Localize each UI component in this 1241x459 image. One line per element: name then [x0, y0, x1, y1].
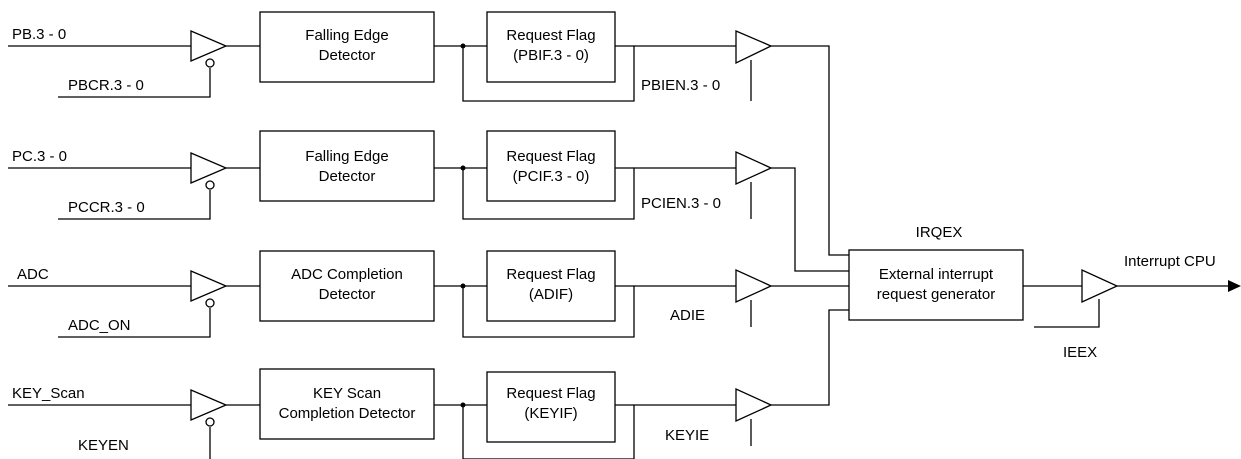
key-request-flag: [486, 371, 616, 443]
adc-detector-line1: ADC Completion: [291, 266, 403, 283]
pb-flag-line1: Request Flag: [506, 27, 595, 44]
key-input-gate: [190, 389, 228, 421]
row-adc: ADC ADC_ON ADC Completion Detector Reque…: [8, 250, 849, 338]
pc-input-gate: [190, 152, 228, 184]
pb-request-flag: [486, 11, 616, 83]
ieex-label: IEEX: [1063, 344, 1097, 361]
adc-flag-line2: (ADIF): [529, 286, 573, 303]
key-detector-line2: Completion Detector: [279, 405, 416, 422]
pc-detector-line1: Falling Edge: [305, 148, 388, 165]
interrupt-cpu-label: Interrupt CPU: [1124, 253, 1216, 270]
generator-line1: External interrupt: [879, 266, 994, 283]
pccr-label: PCCR.3 - 0: [68, 199, 145, 216]
adc-flag-line1: Request Flag: [506, 266, 595, 283]
pc-flag-line1: Request Flag: [506, 148, 595, 165]
key-input-label: KEY_Scan: [12, 385, 85, 402]
row-pc: PC.3 - 0 PCCR.3 - 0 Falling Edge Detecto…: [8, 130, 849, 272]
key-scan-completion-detector: [259, 368, 435, 440]
adc-enable-gate: [735, 268, 773, 304]
pb-falling-edge-detector: [259, 11, 435, 83]
adc-on-label: ADC_ON: [68, 317, 131, 334]
pc-falling-edge-detector: [259, 130, 435, 202]
key-enable-gate: [735, 387, 773, 423]
adie-label: ADIE: [670, 307, 705, 324]
key-flag-line1: Request Flag: [506, 385, 595, 402]
pc-request-flag: [486, 130, 616, 202]
row-key: KEY_Scan KEYEN KEY Scan Completion Detec…: [8, 309, 849, 459]
pb-detector-line2: Detector: [319, 47, 376, 64]
generator-section: IRQEX External interrupt request generat…: [848, 224, 1241, 361]
pbcr-label: PBCR.3 - 0: [68, 77, 144, 94]
interrupt-arrowhead: [1228, 280, 1241, 292]
keyie-label: KEYIE: [665, 427, 709, 444]
pb-input-gate: [190, 30, 228, 62]
key-detector-line1: KEY Scan: [313, 385, 381, 402]
key-flag-line2: (KEYIF): [524, 405, 577, 422]
pc-flag-line2: (PCIF.3 - 0): [513, 168, 590, 185]
irqex-label: IRQEX: [916, 224, 963, 241]
adc-request-flag: [486, 250, 616, 322]
pc-input-label: PC.3 - 0: [12, 148, 67, 165]
pb-detector-line1: Falling Edge: [305, 27, 388, 44]
pb-input-label: PB.3 - 0: [12, 26, 66, 43]
pcien-label: PCIEN.3 - 0: [641, 195, 721, 212]
pb-enable-gate: [735, 30, 773, 65]
row-pb: PB.3 - 0 PBCR.3 - 0 Falling Edge Detecto…: [8, 11, 849, 256]
external-interrupt-request-generator: [848, 249, 1024, 321]
pc-enable-gate: [735, 150, 773, 186]
output-enable-gate: [1081, 268, 1119, 304]
pb-flag-line2: (PBIF.3 - 0): [513, 47, 589, 64]
generator-line2: request generator: [877, 286, 995, 303]
adc-input-gate: [190, 270, 228, 302]
adc-detector-line2: Detector: [319, 286, 376, 303]
adc-completion-detector: [259, 250, 435, 322]
keyen-label: KEYEN: [78, 437, 129, 454]
adc-input-label: ADC: [17, 266, 49, 283]
pc-detector-line2: Detector: [319, 168, 376, 185]
pbien-label: PBIEN.3 - 0: [641, 77, 720, 94]
